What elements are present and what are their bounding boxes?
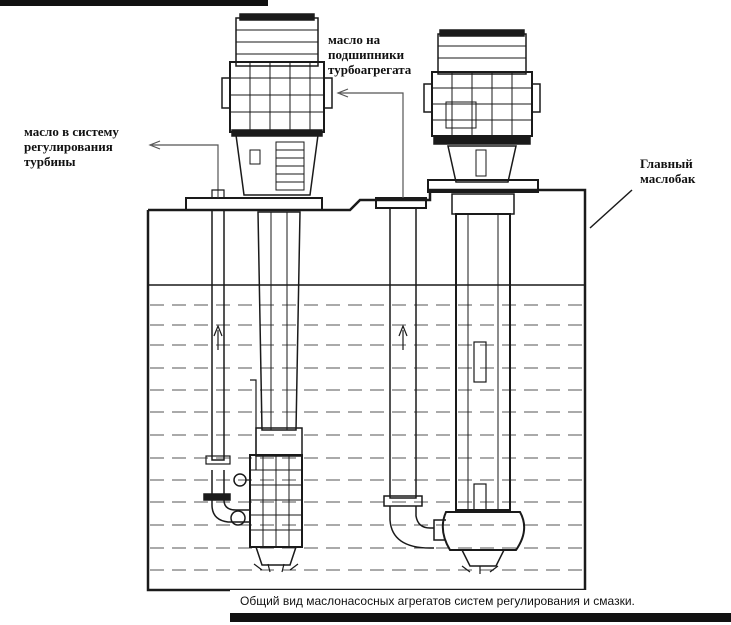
label-turbine-regulation: масло в систему регулирования турбины — [24, 124, 119, 169]
left-motor — [221, 13, 333, 133]
left-pump-body — [249, 454, 303, 573]
main-oil-tank — [146, 188, 587, 592]
right-mounting-plate — [427, 179, 539, 193]
right-discharge-pipe — [375, 197, 434, 549]
label-main-tank: Главный маслобак — [640, 156, 696, 186]
main-tank-leader — [589, 189, 633, 229]
right-oil-outlet-line — [340, 92, 404, 198]
figure-caption: Общий вид маслонасосных агрегатов систем… — [240, 594, 635, 608]
right-pump-column — [451, 193, 515, 511]
label-bearings: масло на подшипники турбоагрегата — [328, 32, 412, 77]
oil-hatching — [150, 304, 583, 571]
top-edge-bar — [0, 0, 268, 6]
caption-underline — [230, 590, 731, 622]
right-oil-arrow — [336, 88, 349, 98]
right-motor — [423, 29, 541, 137]
left-pump-column — [255, 211, 303, 457]
right-pump-volute — [433, 511, 526, 574]
left-coupling-housing — [231, 129, 323, 196]
left-oil-arrow — [148, 140, 161, 150]
right-coupling-housing — [433, 135, 531, 183]
left-oil-outlet-line — [152, 144, 219, 198]
left-discharge-pipe — [203, 209, 257, 526]
left-mounting-plate — [185, 197, 323, 211]
